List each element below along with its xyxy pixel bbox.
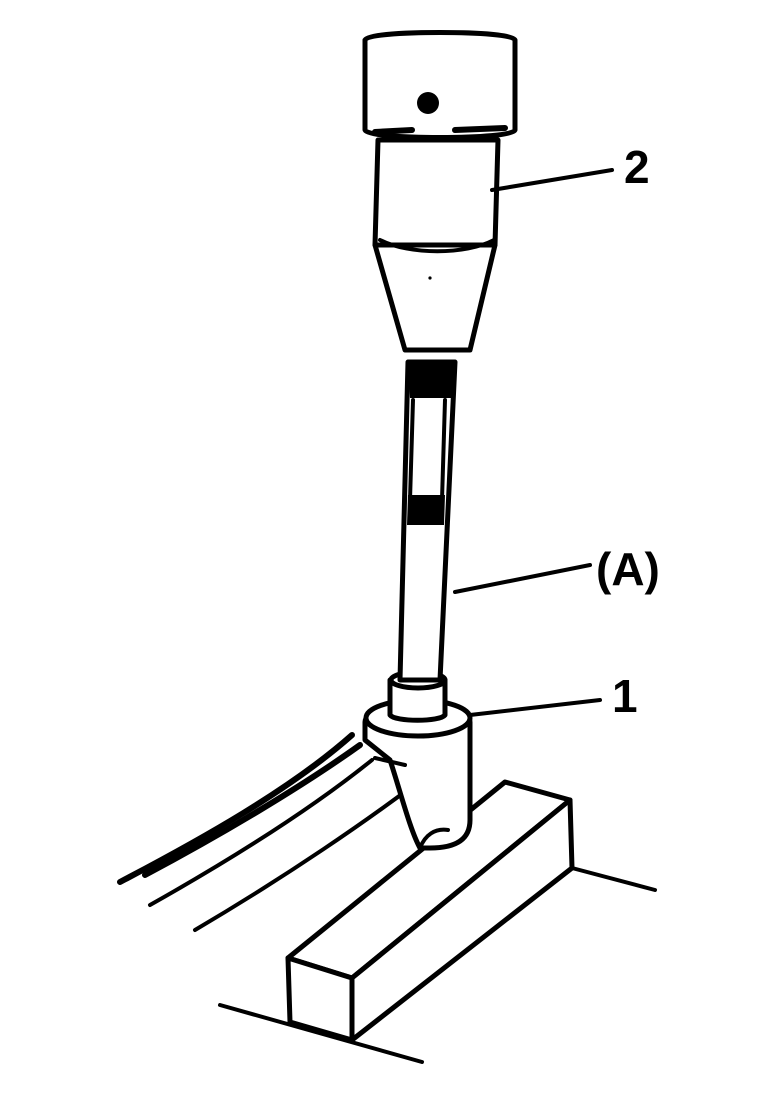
- rocker-arm: [117, 703, 473, 932]
- support-block: [218, 779, 657, 1064]
- tool-handle: [362, 30, 518, 353]
- adjusting-rod: [397, 359, 458, 683]
- callout-label-2: 2: [624, 141, 650, 193]
- callout-label-1: 1: [612, 670, 638, 722]
- callout-label-a: (A): [596, 543, 660, 595]
- leader-lines: [453, 168, 614, 717]
